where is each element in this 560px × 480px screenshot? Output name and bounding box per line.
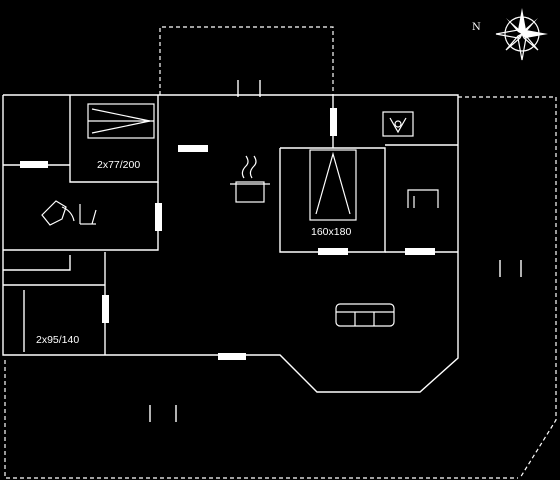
door-south [218,353,246,360]
master-bedroom-label: 160x180 [311,226,351,238]
door-bath-left [20,161,48,168]
terrace-east [458,96,557,479]
armchair-icon [41,200,97,226]
terrace-north [159,26,334,97]
door-bunk [178,145,208,152]
door-middle-left [155,203,162,231]
stove-icon [230,155,270,203]
small-bedroom-label: 2x95/140 [36,334,79,346]
exterior-walls [2,94,459,393]
bunk-beds [87,103,155,139]
cabinet-icon [407,189,439,208]
sofa-icon [335,303,395,327]
doors [20,108,435,360]
toilet-icon [382,111,414,137]
door-master [318,248,348,255]
double-bed [309,149,357,221]
terrace-south [4,360,518,479]
compass-label: N [472,22,481,33]
door-small-bedroom [102,295,109,323]
door-east [405,248,435,255]
door-north-east [330,108,337,136]
interior-walls [3,95,458,355]
compass-rose-icon [495,8,548,61]
bunk-room-label: 2x77/200 [97,159,140,171]
